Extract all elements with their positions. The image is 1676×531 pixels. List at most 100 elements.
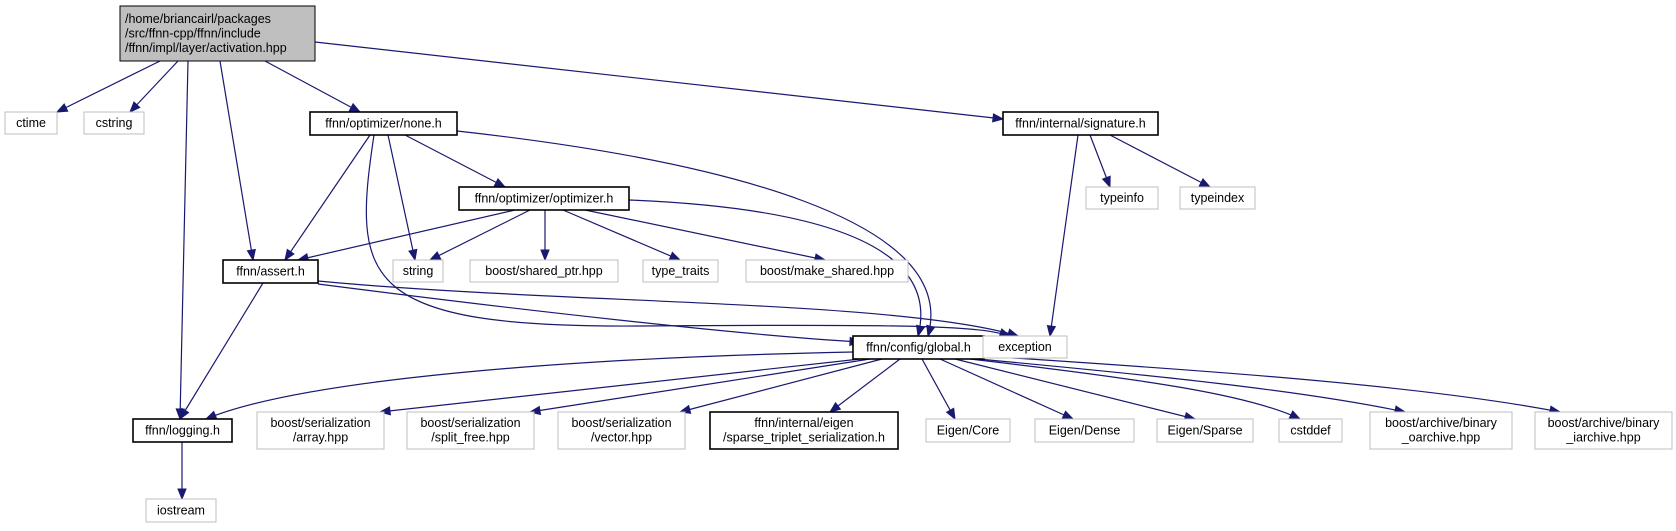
node-eigen_core-label-line: Eigen/Core <box>937 423 1000 437</box>
edge-optimizer-to-global <box>628 199 926 338</box>
node-root-label-line: /ffnn/impl/layer/activation.hpp <box>125 41 287 55</box>
node-make_shared: boost/make_shared.hpp <box>745 259 909 283</box>
node-ser_split-box <box>406 411 535 450</box>
edge-signature-to-exception <box>1046 134 1079 338</box>
node-exception-label-line: exception <box>998 340 1052 354</box>
node-ser_vector: boost/serialization/vector.hpp <box>557 411 686 450</box>
edge-root-to-logging-line <box>179 60 189 420</box>
edge-optimizer-to-type_traits-line <box>562 209 681 261</box>
edge-global-to-eigen_dense-line <box>939 358 1074 420</box>
edge-none-to-string <box>387 134 418 262</box>
edge-logging-to-iostream-arrowhead <box>177 488 187 501</box>
node-biarchive-label-line: _iarchive.hpp <box>1565 431 1640 445</box>
node-cstddef-label-line: cstddef <box>1290 423 1331 437</box>
node-exception-box <box>982 335 1068 359</box>
node-signature-label-line: ffnn/internal/signature.h <box>1015 116 1145 130</box>
edge-global-to-ser_split <box>528 358 871 416</box>
edge-global-to-cstddef-line <box>969 358 1301 420</box>
edge-global-to-ser_vector-line <box>679 358 883 413</box>
node-typeinfo-label-line: typeinfo <box>1100 191 1144 205</box>
node-ser_split-label-line: /split_free.hpp <box>431 431 510 445</box>
edge-assert-to-logging <box>179 282 264 421</box>
node-boarchive-box <box>1369 411 1513 450</box>
node-eigen_ser[interactable]: ffnn/internal/eigen/sparse_triplet_seria… <box>709 411 899 450</box>
node-cstddef: cstddef <box>1278 418 1343 443</box>
edge-global-to-logging-arrowhead <box>204 410 218 420</box>
node-signature-box <box>1002 111 1159 136</box>
edge-assert-to-logging-arrowhead <box>179 407 190 421</box>
edge-none-to-assert-arrowhead <box>284 248 295 262</box>
node-ctime-label-line: ctime <box>16 116 46 130</box>
edge-global-to-boarchive-line <box>977 358 1406 413</box>
node-typeinfo: typeinfo <box>1085 186 1159 210</box>
edge-global-to-eigen_dense <box>939 358 1075 420</box>
node-shared_ptr-label-line: boost/shared_ptr.hpp <box>485 264 602 278</box>
node-optimizer[interactable]: ffnn/optimizer/optimizer.h <box>458 186 630 211</box>
edge-root-to-ctime-arrowhead <box>55 103 69 113</box>
edge-optimizer-to-global-arrowhead <box>916 324 926 338</box>
node-signature[interactable]: ffnn/internal/signature.h <box>1002 111 1159 136</box>
node-eigen_sparse-label-line: Eigen/Sparse <box>1167 423 1242 437</box>
node-type_traits-box <box>642 259 719 283</box>
node-iostream-box <box>145 498 217 523</box>
node-logging-box <box>132 418 233 443</box>
node-iostream-label-line: iostream <box>157 503 205 517</box>
node-ser_split-label-line: boost/serialization <box>420 416 520 430</box>
node-boarchive-label-line: boost/archive/binary <box>1385 416 1498 430</box>
edge-root-to-ctime <box>55 60 161 113</box>
node-shared_ptr-box <box>469 259 619 283</box>
edge-global-to-eigen_dense-arrowhead <box>1061 410 1075 420</box>
node-make_shared-box <box>745 259 909 283</box>
edge-root-to-logging <box>175 60 189 421</box>
node-make_shared-label-line: boost/make_shared.hpp <box>760 264 894 278</box>
node-none-box <box>309 111 458 136</box>
edge-signature-to-typeinfo-arrowhead <box>1101 175 1111 189</box>
edge-root-to-none-line <box>264 60 361 113</box>
node-ser_vector-label-line: boost/serialization <box>571 416 671 430</box>
node-ser_array-label-line: /array.hpp <box>293 431 348 445</box>
node-string-box <box>392 259 444 283</box>
edge-root-to-signature <box>314 41 1005 123</box>
node-eigen_sparse-box <box>1156 418 1254 443</box>
node-type_traits-label-line: type_traits <box>652 264 710 278</box>
edge-optimizer-to-type_traits-arrowhead <box>668 251 682 261</box>
node-ctime: ctime <box>4 111 58 135</box>
edge-global-to-cstddef <box>969 358 1302 420</box>
edge-global-to-eigen_ser-arrowhead <box>828 401 842 413</box>
edge-none-to-global-line <box>456 130 932 337</box>
node-none[interactable]: ffnn/optimizer/none.h <box>309 111 458 136</box>
node-biarchive-label-line: boost/archive/binary <box>1548 416 1661 430</box>
node-ser_split: boost/serialization/split_free.hpp <box>406 411 535 450</box>
edge-optimizer-to-make_shared-line <box>584 209 826 261</box>
edge-global-to-eigen_core-arrowhead <box>945 407 956 421</box>
node-ser_array-box <box>256 411 385 450</box>
nodes-layer: /home/briancairl/packages/src/ffnn-cpp/f… <box>4 5 1673 523</box>
node-boarchive-label-line: _oarchive.hpp <box>1401 431 1481 445</box>
node-global[interactable]: ffnn/config/global.h <box>852 335 985 360</box>
edge-assert-to-global-line <box>317 283 861 343</box>
node-logging[interactable]: ffnn/logging.h <box>132 418 233 443</box>
node-assert-label-line: ffnn/assert.h <box>236 264 305 278</box>
node-root[interactable]: /home/briancairl/packages/src/ffnn-cpp/f… <box>119 5 316 62</box>
node-assert[interactable]: ffnn/assert.h <box>222 259 319 284</box>
edge-root-to-cstring-arrowhead <box>129 101 141 113</box>
node-typeinfo-box <box>1085 186 1159 210</box>
node-shared_ptr: boost/shared_ptr.hpp <box>469 259 619 283</box>
edge-root-to-cstring-line <box>129 60 179 113</box>
edge-root-to-ctime-line <box>56 60 161 113</box>
edge-global-to-biarchive <box>982 355 1562 415</box>
node-eigen_core: Eigen/Core <box>925 418 1011 443</box>
edge-signature-to-exception-line <box>1049 134 1079 337</box>
node-cstddef-box <box>1278 418 1343 443</box>
edge-signature-to-typeindex <box>1109 134 1212 188</box>
edge-signature-to-typeindex-line <box>1109 134 1211 188</box>
edge-root-to-assert-arrowhead <box>246 248 256 262</box>
edge-optimizer-to-global-line <box>628 199 922 337</box>
edge-none-to-exception-line <box>365 134 1011 337</box>
edge-optimizer-to-shared_ptr-arrowhead <box>540 249 550 262</box>
edge-global-to-eigen_ser <box>828 358 901 413</box>
node-ser_array: boost/serialization/array.hpp <box>256 411 385 450</box>
edge-none-to-string-arrowhead <box>408 248 418 262</box>
node-eigen_ser-label-line: /sparse_triplet_serialization.h <box>723 431 885 445</box>
